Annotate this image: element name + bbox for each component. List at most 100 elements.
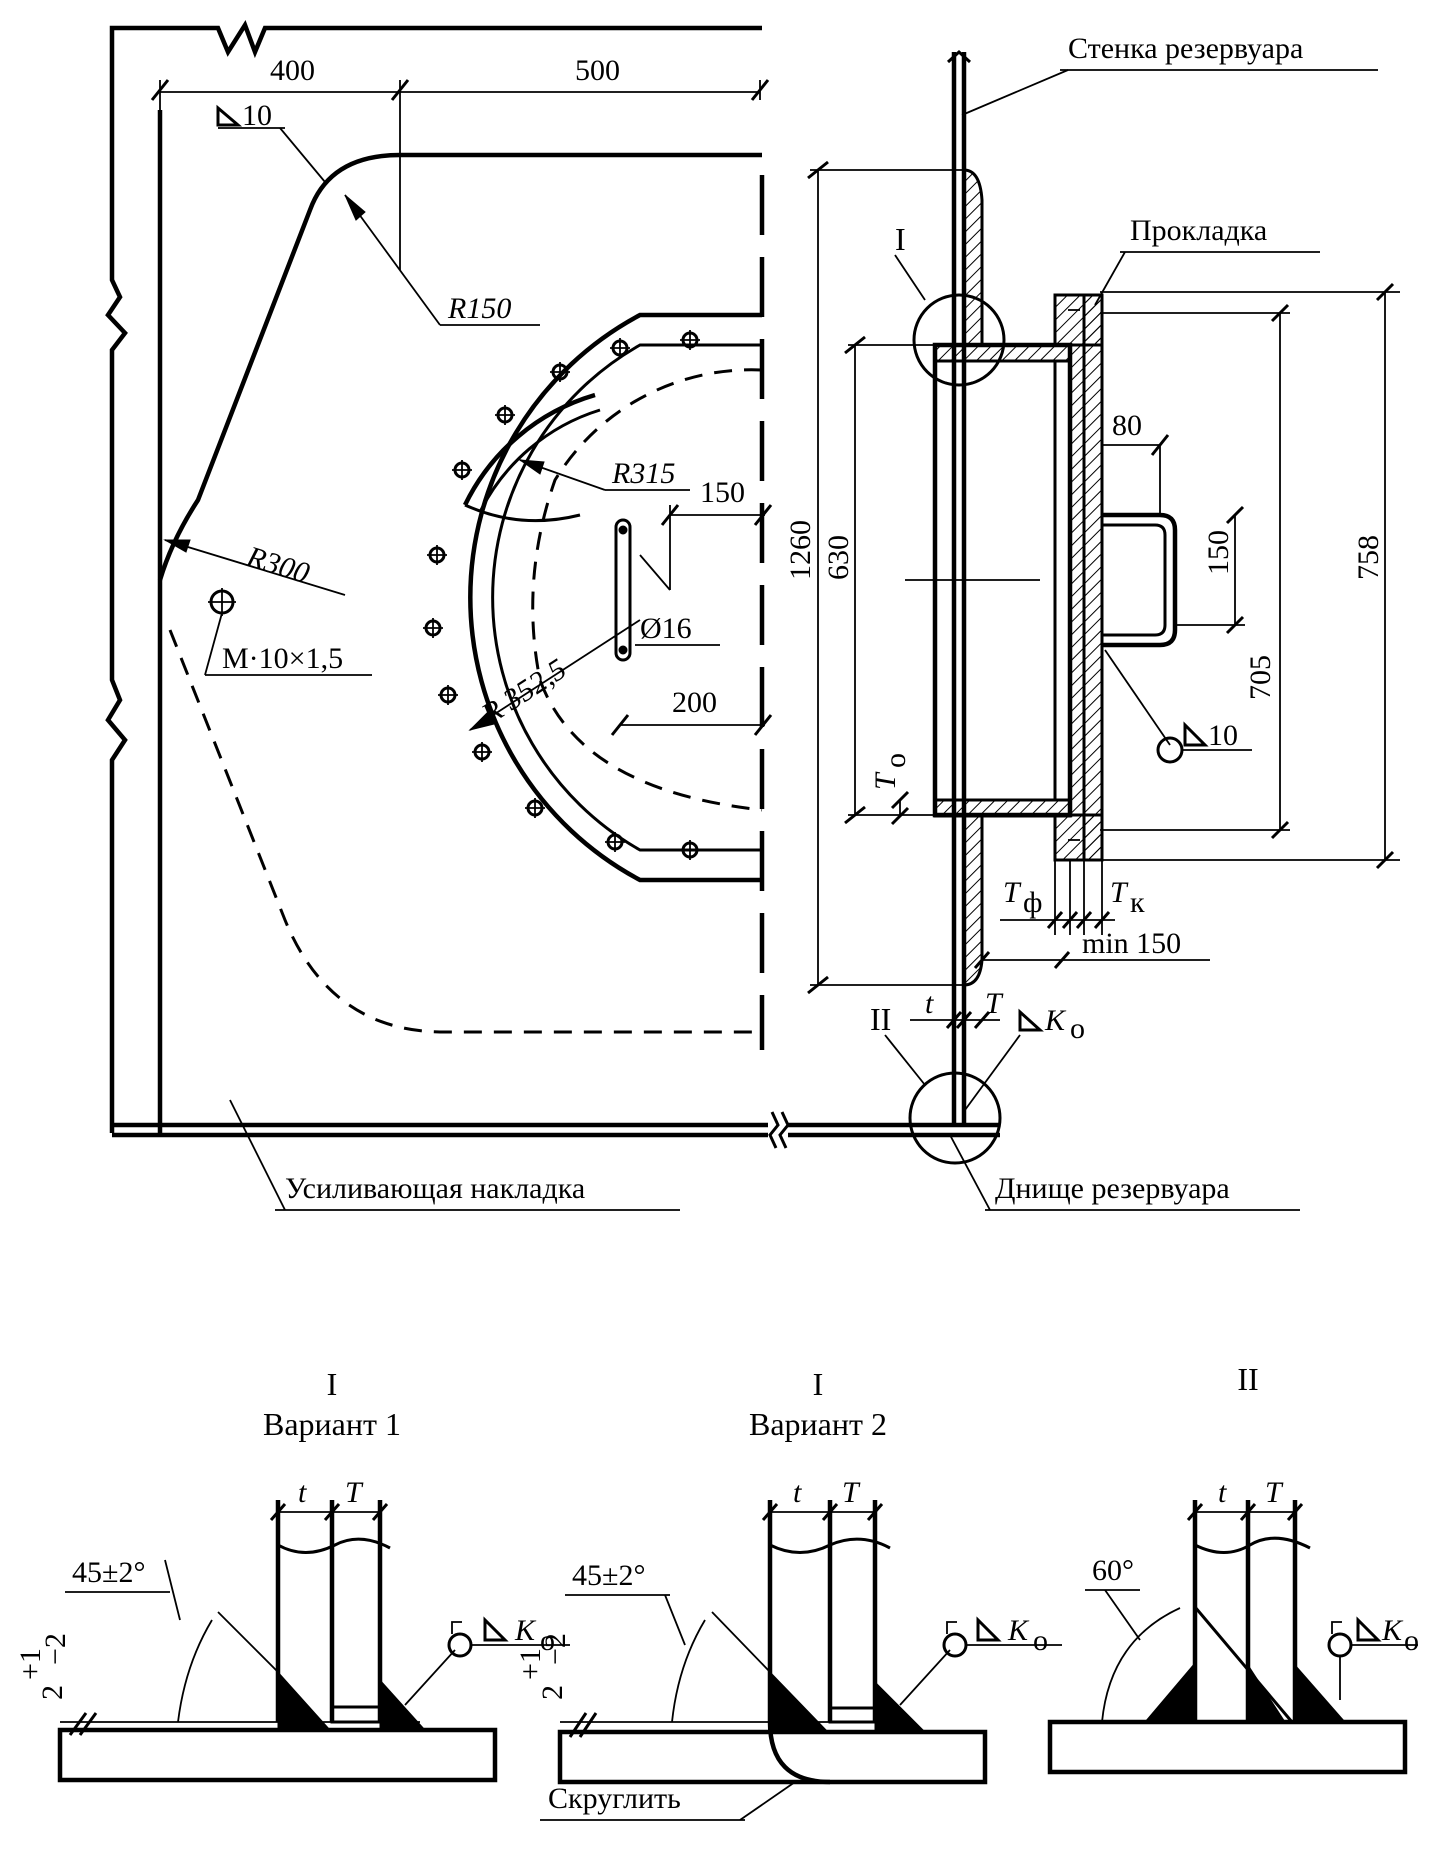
- dim-200-label: 200: [672, 686, 717, 719]
- section-view: Стенка резервуара I II: [784, 32, 1400, 1211]
- reinforcing-plate-label: Усиливающая накладка: [285, 1172, 585, 1205]
- bolt-hole: [680, 840, 700, 860]
- d16-callout: Ø16: [635, 612, 720, 646]
- detail-gap: 2: [536, 1685, 569, 1700]
- r150-label: R150: [447, 292, 511, 325]
- callout-I-label: I: [895, 221, 906, 257]
- reinforcing-plate-label-group: Усиливающая накладка: [229, 1099, 680, 1211]
- callout-II: II: [870, 1001, 1002, 1165]
- plate-outer-border: [105, 19, 762, 1133]
- gasket-top: [1053, 293, 1104, 347]
- detail-angle: 45±2°: [72, 1556, 145, 1589]
- detail-T: T: [345, 1476, 364, 1509]
- detail-subtitle: Вариант 1: [263, 1406, 401, 1442]
- detail-K-sub: o: [540, 1624, 555, 1657]
- weld-10-side-label: 10: [1208, 719, 1238, 752]
- detail-t: t: [793, 1476, 802, 1509]
- detail-K: K: [514, 1614, 537, 1647]
- tank-bottom-label: Днище резервуара: [995, 1172, 1230, 1205]
- slot: [614, 518, 632, 662]
- r352-label: R 352,5: [475, 652, 572, 731]
- weld-10-top-label: 10: [242, 99, 272, 132]
- detail-K: K: [1007, 1614, 1030, 1647]
- bolt-holes: [423, 330, 700, 860]
- tank-bottom-label-group: Днище резервуара: [949, 1134, 1300, 1211]
- d16-label: Ø16: [640, 612, 692, 645]
- dim-630-label: 630: [822, 535, 855, 580]
- detail-title: I: [327, 1366, 338, 1402]
- detail-gap: 2: [36, 1685, 69, 1700]
- flange: [1068, 343, 1086, 817]
- dim-80: 80: [1102, 409, 1170, 515]
- tk-label: T: [1110, 876, 1129, 909]
- detail-II: II t T 60° K o: [1047, 1361, 1419, 1775]
- bolt-hole: [610, 338, 630, 358]
- detail-angle: 45±2°: [572, 1559, 645, 1592]
- dim-758-label: 758: [1352, 535, 1385, 580]
- callout-I: I: [894, 221, 1006, 387]
- detail-K: K: [1381, 1614, 1404, 1647]
- r300-label: R300: [242, 540, 313, 590]
- round-off-label: Скруглить: [548, 1782, 681, 1815]
- tf-sub: ф: [1023, 886, 1042, 919]
- dim-1260-label: 1260: [784, 520, 817, 580]
- detail-t: t: [298, 1476, 307, 1509]
- dim-80-label: 80: [1112, 409, 1142, 442]
- bolt-hole: [438, 685, 458, 705]
- gasket-label: Прокладка: [1130, 214, 1267, 247]
- bolt-hole: [427, 545, 447, 565]
- thread-hole: [204, 588, 372, 676]
- dim-150-slot: 150: [639, 476, 773, 591]
- detail-subtitle: Вариант 2: [749, 1406, 887, 1442]
- cover-plate: [1082, 293, 1104, 862]
- gasket-bottom: [1053, 813, 1104, 862]
- dim-630: 630: [822, 335, 935, 825]
- detail-I-variant-2: I Вариант 2 Скруглить t T 45±2° 2 +1 −2: [514, 1366, 1062, 1821]
- detail-K-sub: o: [1033, 1624, 1048, 1657]
- bolt-hole: [472, 742, 492, 762]
- min150-label: min 150: [1082, 927, 1181, 960]
- dim-top: 400 500: [150, 54, 770, 270]
- reinforcing-plate-contour: [157, 152, 762, 581]
- handle: [1102, 512, 1178, 648]
- gasket-label-group: Прокладка: [1094, 214, 1320, 306]
- r300-callout: R300: [163, 539, 346, 596]
- T-label: T: [985, 987, 1004, 1020]
- callout-II-label: II: [870, 1001, 891, 1037]
- dim-705-label: 705: [1244, 655, 1277, 700]
- weld-symbol-top: 10: [216, 99, 326, 183]
- bolt-hole: [680, 330, 700, 350]
- weld-symbol-side: 10: [1104, 649, 1252, 764]
- dim-t-T: t T K o: [910, 987, 1085, 1111]
- dim-to: T o: [869, 753, 912, 826]
- tk-sub: к: [1130, 886, 1145, 919]
- detail-angle: 60°: [1092, 1554, 1134, 1587]
- dim-150-side-label: 150: [1202, 530, 1235, 575]
- shell-wall-label-group: Стенка резервуара: [961, 32, 1378, 116]
- bolt-hole: [452, 460, 472, 480]
- r315-label: R315: [611, 457, 675, 490]
- detail-T: T: [842, 1476, 861, 1509]
- bolt-hole: [423, 618, 443, 638]
- detail-gap-sub: −2: [539, 1633, 572, 1665]
- plate-view: 400 500 10 R150 R300 R315: [105, 19, 1000, 1211]
- dim-200: 200: [610, 686, 773, 736]
- dim-705: 705: [1100, 303, 1290, 840]
- inner-dashed-circle: [531, 368, 763, 812]
- dim-150-slot-label: 150: [700, 476, 745, 509]
- detail-gap-sub: −2: [39, 1633, 72, 1665]
- detail-title: II: [1237, 1361, 1258, 1397]
- detail-I-variant-1: I Вариант 1 t T 45±2° 2 +1 −2: [14, 1366, 570, 1783]
- detail-t: t: [1218, 1476, 1227, 1509]
- bolt-hole: [525, 798, 545, 818]
- dim-400: 400: [270, 54, 315, 87]
- K-label: K: [1044, 1004, 1067, 1037]
- shell-wall-label: Стенка резервуара: [1068, 32, 1303, 65]
- bolt-hole: [550, 362, 570, 382]
- detail-K-sub: o: [1404, 1624, 1419, 1657]
- to-label: T: [869, 771, 902, 790]
- detail-gap-sup: +1: [514, 1648, 547, 1680]
- K-sub: o: [1070, 1012, 1085, 1045]
- detail-gap-sup: +1: [14, 1648, 47, 1680]
